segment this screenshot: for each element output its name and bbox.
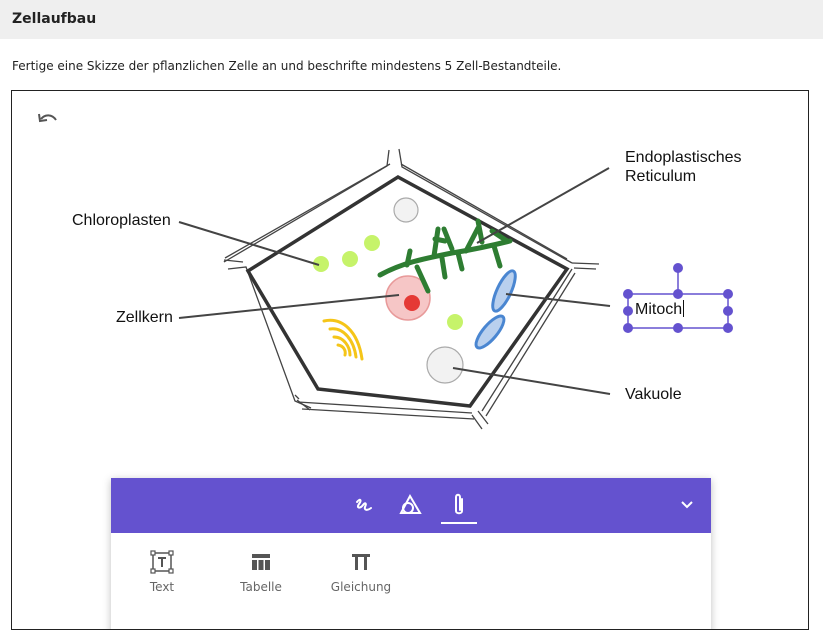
chloroplast bbox=[313, 256, 329, 272]
label-pointer-lines bbox=[178, 167, 611, 395]
label-er-line1[interactable]: Endoplastisches bbox=[625, 149, 742, 166]
nucleolus bbox=[404, 295, 420, 311]
insert-text-button[interactable]: Text bbox=[122, 550, 202, 594]
resize-handle bbox=[623, 306, 633, 316]
cell-wall bbox=[223, 148, 600, 430]
label-er-line2[interactable]: Reticulum bbox=[625, 168, 697, 185]
chloroplast bbox=[364, 235, 380, 251]
active-tab-indicator bbox=[441, 522, 477, 524]
label-vakuole[interactable]: Vakuole bbox=[625, 386, 682, 403]
cell-sketch bbox=[178, 148, 733, 430]
resize-handle bbox=[723, 323, 733, 333]
resize-handle bbox=[673, 289, 683, 299]
tool-label: Text bbox=[149, 580, 175, 594]
editing-text[interactable]: Mitoch bbox=[635, 301, 683, 318]
resize-handle bbox=[673, 263, 683, 273]
resize-handle bbox=[673, 323, 683, 333]
label-zellkern[interactable]: Zellkern bbox=[116, 309, 173, 326]
undo-icon[interactable] bbox=[37, 111, 59, 129]
chloroplast bbox=[342, 251, 358, 267]
resize-handle bbox=[723, 306, 733, 316]
page-header: Zellaufbau bbox=[0, 0, 823, 39]
equation-icon bbox=[352, 554, 370, 570]
paperclip-icon[interactable] bbox=[443, 489, 475, 521]
text-caret bbox=[683, 300, 685, 317]
text-selection-frame bbox=[623, 263, 733, 333]
small-vacuole bbox=[393, 197, 419, 223]
editing-text-box[interactable]: Mitoch bbox=[635, 300, 685, 320]
insert-table-button[interactable]: Tabelle bbox=[221, 550, 301, 594]
shapes-icon[interactable] bbox=[395, 489, 427, 521]
tool-label: Gleichung bbox=[330, 580, 392, 594]
scribble-icon[interactable] bbox=[348, 489, 380, 521]
label-chloroplasten[interactable]: Chloroplasten bbox=[72, 212, 171, 229]
cell-membrane bbox=[245, 174, 570, 408]
chevron-down-icon[interactable] bbox=[673, 491, 701, 519]
drawing-canvas[interactable]: Chloroplasten Zellkern Endoplastisches R… bbox=[11, 90, 809, 630]
text-box-icon bbox=[150, 550, 174, 574]
chloroplast bbox=[447, 314, 463, 330]
resize-handle bbox=[623, 289, 633, 299]
vacuole bbox=[426, 346, 464, 384]
resize-handle bbox=[723, 289, 733, 299]
golgi-apparatus bbox=[322, 318, 364, 361]
mitochondrion bbox=[491, 269, 517, 313]
task-instruction: Fertige eine Skizze der pflanzlichen Zel… bbox=[12, 59, 562, 73]
page-title: Zellaufbau bbox=[12, 11, 97, 27]
endoplasmic-reticulum bbox=[377, 218, 513, 294]
insert-equation-button[interactable]: Gleichung bbox=[321, 550, 401, 594]
resize-handle bbox=[623, 323, 633, 333]
tool-label: Tabelle bbox=[240, 580, 282, 594]
table-icon bbox=[252, 554, 270, 570]
mitochondrion bbox=[474, 314, 506, 350]
toolbar-header bbox=[111, 478, 711, 533]
insert-toolbar-panel: Text Tabelle Gleichung bbox=[111, 478, 711, 629]
